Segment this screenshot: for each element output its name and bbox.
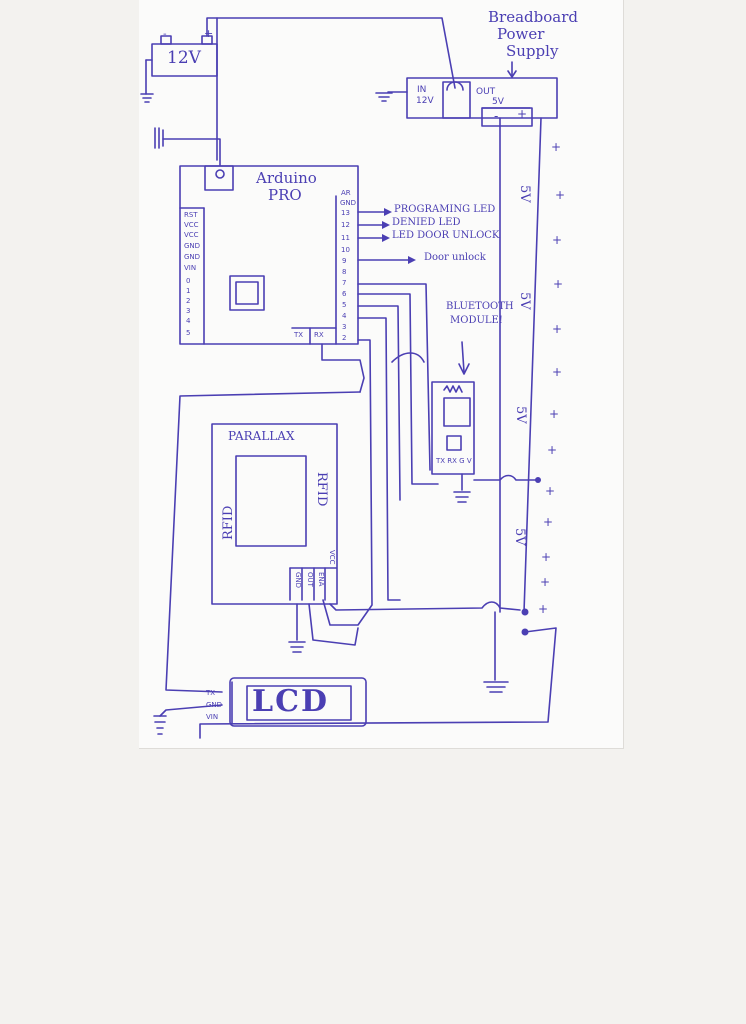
lcd-pin: VIN: [206, 713, 219, 721]
rfid-reader-outline: [211, 423, 338, 605]
supply-title-line2: Power: [497, 25, 545, 43]
bluetooth-module-outline: [431, 341, 539, 503]
arduino-left-pin: VCC: [184, 231, 199, 239]
breadboard-power-rails: [499, 117, 542, 613]
arduino-right-pin: 12: [341, 221, 350, 229]
bluetooth-label-line2: MODULE!: [450, 315, 503, 326]
arduino-board-outline: [179, 165, 359, 345]
lcd-label: LCD: [252, 684, 329, 719]
rail-plus-mark: +: [538, 602, 549, 616]
lcd-pin: GND: [206, 701, 223, 709]
rfid-brand-label: PARALLAX: [228, 429, 295, 443]
rail-voltage-label: 5V: [517, 292, 532, 310]
bluetooth-label-line1: BLUETOOTH: [446, 301, 514, 312]
door-unlock-label: Door unlock: [424, 252, 486, 263]
arduino-right-pin: 7: [342, 279, 347, 287]
rail-voltage-label: 5V: [512, 528, 527, 546]
supply-title-line3: Supply: [506, 42, 559, 60]
rail-plus-mark: +: [552, 233, 563, 247]
rail-plus-mark: +: [543, 515, 554, 529]
arduino-output-arrows: [357, 208, 416, 264]
arduino-right-pin: GND: [340, 199, 357, 207]
battery-minus-label: -: [163, 29, 167, 40]
arduino-right-pin: 9: [342, 257, 347, 265]
supply-in-label: IN: [417, 85, 427, 95]
supply-rail-plus: +: [517, 107, 528, 121]
arduino-left-pin: 2: [186, 297, 191, 305]
rail-plus-mark: +: [552, 322, 563, 336]
lcd-outline: [153, 677, 367, 735]
arduino-right-pin: AR: [341, 189, 351, 197]
diagram-sheet: [139, 0, 624, 749]
lcd-pin: TX: [206, 689, 216, 697]
arduino-left-pin: 0: [186, 277, 191, 285]
arduino-right-pin: 6: [342, 290, 347, 298]
arduino-left-pin: VIN: [184, 264, 197, 272]
rfid-pin: GND: [294, 572, 302, 589]
rfid-pin: OUT: [306, 572, 314, 587]
arduino-right-pin: 3: [342, 323, 347, 331]
rfid-left-label: RFID: [221, 505, 236, 540]
supply-rail-minus: -: [494, 109, 499, 123]
arduino-rx-pin: RX: [314, 331, 324, 339]
arduino-right-pin: 10: [341, 246, 350, 254]
denied-led-label: DENIED LED: [392, 217, 461, 228]
arduino-tx-pin: TX: [294, 331, 304, 339]
arduino-title-line2: PRO: [268, 186, 302, 204]
arduino-left-pin: RST: [184, 211, 198, 219]
arduino-right-pin: 8: [342, 268, 347, 276]
rail-plus-mark: +: [547, 443, 558, 457]
arduino-title-line1: Arduino: [256, 169, 317, 187]
rail-plus-mark: +: [555, 188, 566, 202]
supply-out-label: OUT: [476, 87, 496, 97]
arduino-left-pin: 3: [186, 307, 191, 315]
arduino-left-pin: VCC: [184, 221, 199, 229]
ground-symbol: [140, 93, 154, 103]
rail-plus-mark: +: [541, 550, 552, 564]
rail-plus-mark: +: [540, 575, 551, 589]
rail-voltage-label: 5V: [513, 406, 528, 424]
rail-voltage-label: 5V: [517, 185, 532, 203]
supply-out-voltage: 5V: [492, 97, 504, 107]
arduino-right-pin: 11: [341, 234, 350, 242]
programming-led-label: PROGRAMING LED: [394, 204, 496, 215]
arduino-right-pin: 13: [341, 209, 350, 217]
rail-plus-mark: +: [551, 140, 562, 154]
arduino-left-pin: GND: [184, 253, 201, 261]
arduino-left-pin: 4: [186, 317, 191, 325]
battery-label: 12V: [167, 48, 201, 68]
rfid-right-label: RFID: [314, 472, 329, 507]
rfid-pin: VCC: [328, 550, 336, 565]
bluetooth-pin-labels: TX RX G V: [436, 457, 472, 465]
supply-in-voltage: 12V: [416, 96, 434, 106]
led-door-unlock-label: LED DOOR UNLOCK: [392, 230, 500, 241]
rail-plus-mark: +: [549, 407, 560, 421]
arduino-right-pin: 4: [342, 312, 347, 320]
supply-title-line1: Breadboard: [488, 8, 578, 26]
power-supply-module: [375, 61, 558, 127]
arduino-left-pin: 1: [186, 287, 191, 295]
battery-plus-label: +: [204, 27, 214, 40]
arduino-right-pin: 2: [342, 334, 347, 342]
arduino-left-pin: GND: [184, 242, 201, 250]
rail-plus-mark: +: [545, 484, 556, 498]
arduino-left-pin: 5: [186, 329, 191, 337]
rfid-pin: ENA: [317, 572, 325, 587]
arduino-right-pin: 5: [342, 301, 347, 309]
rail-plus-mark: +: [552, 365, 563, 379]
rail-plus-mark: +: [553, 277, 564, 291]
